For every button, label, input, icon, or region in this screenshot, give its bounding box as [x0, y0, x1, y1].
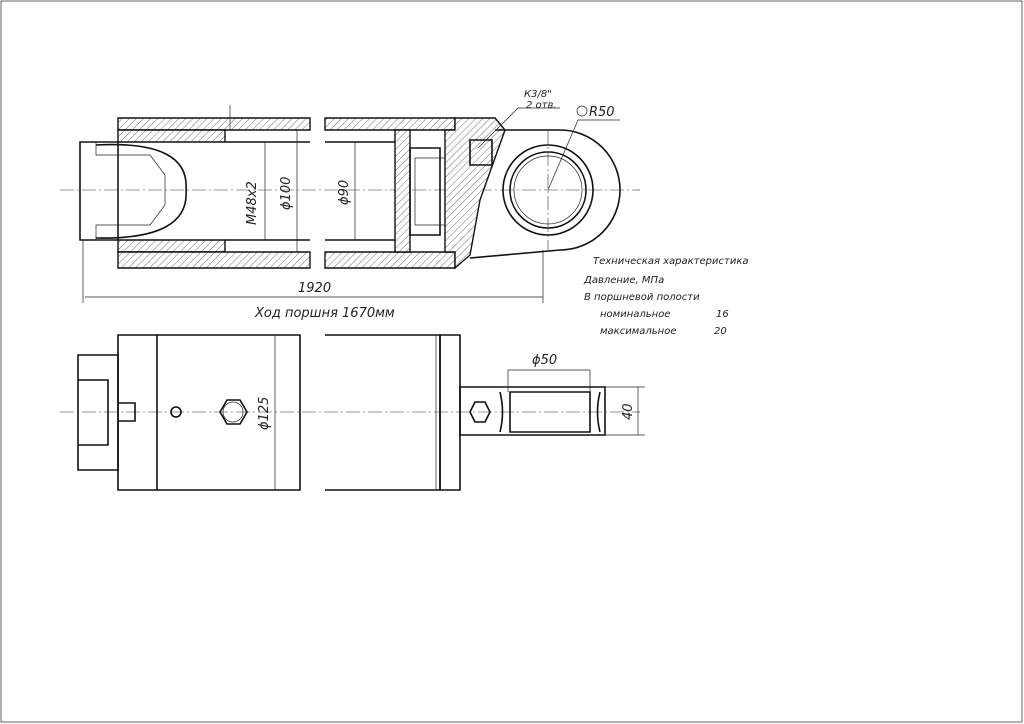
spec-row-value: 16 [716, 309, 729, 320]
length-1920-label: 1920 [298, 281, 331, 296]
stroke-label: Ход поршня 1670мм [254, 306, 395, 321]
thread-port-label: К3/8" [524, 89, 552, 100]
thread-rod-label: M48x2 [245, 181, 260, 225]
tube-wall-bottom [117, 251, 311, 269]
piston [394, 129, 411, 253]
section-view [60, 105, 640, 303]
dia-50-label: ϕ50 [532, 353, 557, 368]
port-plug [170, 406, 182, 418]
width-40-label: 40 [621, 403, 636, 420]
end-cap [77, 354, 119, 471]
dia-100-label: ϕ100 [279, 177, 294, 210]
spec-chamber: В поршневой полости [584, 292, 700, 303]
tube-wall-top [117, 117, 311, 131]
rod-eye [459, 386, 606, 436]
eye [469, 129, 621, 259]
radius-label: R50 [589, 105, 615, 120]
cylinder-body [117, 334, 301, 491]
spec-row-label: максимальное [600, 326, 676, 337]
dia-125-label: ϕ125 [257, 397, 272, 430]
spec-title: Техническая характеристика [593, 256, 749, 267]
bottom-cap [444, 117, 506, 270]
spec-row-label: номинальное [600, 309, 670, 320]
spec-pressure: Давление, МПа [583, 275, 664, 286]
port-count-label: 2 отв. [526, 100, 557, 111]
dia-90-label: ϕ90 [337, 180, 352, 205]
grease-nipple [469, 401, 491, 423]
hex-nut [219, 399, 248, 425]
spec-row-value: 20 [714, 326, 727, 337]
exterior-view [60, 334, 645, 491]
spec-block: Техническая характеристика Давление, МПа… [583, 256, 749, 337]
gland [117, 129, 226, 143]
radius-symbol [576, 105, 588, 117]
